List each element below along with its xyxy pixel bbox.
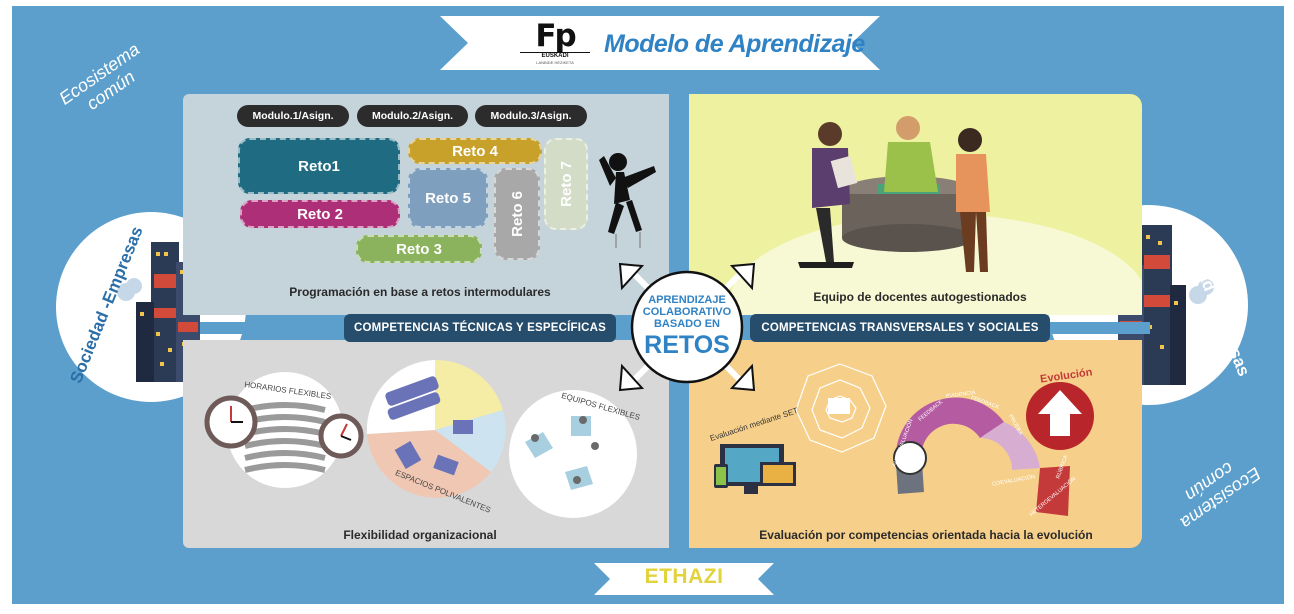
jumping-person-icon bbox=[599, 153, 656, 248]
reto-7: Reto 7 bbox=[544, 138, 588, 230]
fp-logo-sub2: LANBIDE HEZIKETA bbox=[536, 60, 574, 65]
module-pill-3: Modulo.3/Asign. bbox=[475, 105, 587, 127]
reto-2: Reto 2 bbox=[240, 200, 400, 228]
center-line-1: APRENDIZAJE bbox=[648, 294, 726, 306]
reto-6-label: Reto 6 bbox=[508, 191, 526, 237]
caption-docentes: Equipo de docentes autogestionados bbox=[813, 290, 1027, 304]
eval-step: RÚBRICA bbox=[1055, 454, 1070, 480]
footer-banner bbox=[594, 563, 774, 595]
caption-evaluacion: Evaluación por competencias orientada ha… bbox=[759, 528, 1093, 542]
center-line-2: COLABORATIVO bbox=[642, 306, 732, 318]
bar-competencias-tecnicas: COMPETENCIAS TÉCNICAS Y ESPECÍFICAS bbox=[344, 314, 616, 342]
footer-title: ETHAZI bbox=[644, 565, 724, 588]
fp-logo-text: Fp bbox=[535, 18, 576, 54]
fp-logo: Fp EUSKADI LANBIDE HEZIKETA bbox=[520, 20, 590, 70]
caption-flexibilidad: Flexibilidad organizacional bbox=[343, 528, 497, 542]
bar-competencias-transversales: COMPETENCIAS TRANSVERSALES Y SOCIALES bbox=[750, 314, 1050, 342]
reto-1: Reto1 bbox=[238, 138, 400, 194]
fp-logo-sub: EUSKADI bbox=[520, 52, 590, 60]
page-title: Modelo de Aprendizaje bbox=[604, 30, 865, 58]
flexibility-illustration bbox=[204, 359, 637, 518]
evaluation-illustration bbox=[714, 363, 1094, 516]
reto-7-label: Reto 7 bbox=[557, 161, 575, 207]
reto-5: Reto 5 bbox=[408, 168, 488, 228]
reto-6: Reto 6 bbox=[494, 168, 540, 260]
header-banner bbox=[440, 16, 880, 70]
center-arrows-icon bbox=[618, 262, 756, 392]
reto-3: Reto 3 bbox=[356, 235, 482, 263]
module-pill-1: Modulo.1/Asign. bbox=[237, 105, 349, 127]
caption-retos: Programación en base a retos intermodula… bbox=[289, 285, 551, 299]
eval-steps: AUTOEVALUACIÓN FEEDBACK FEEDBACK PRUEBA … bbox=[892, 390, 1090, 518]
center-line-4: RETOS bbox=[644, 331, 730, 359]
module-pill-2: Modulo.2/Asign. bbox=[357, 105, 468, 127]
eval-step: COEVALUACIÓN bbox=[991, 474, 1036, 488]
reto-4: Reto 4 bbox=[408, 138, 542, 164]
center-line-3: BASADO EN bbox=[653, 318, 720, 330]
eval-step: PRUEBA bbox=[1007, 413, 1024, 437]
center-label: APRENDIZAJE COLABORATIVO BASADO EN RETOS bbox=[622, 294, 752, 360]
teachers-team-illustration bbox=[798, 116, 990, 272]
